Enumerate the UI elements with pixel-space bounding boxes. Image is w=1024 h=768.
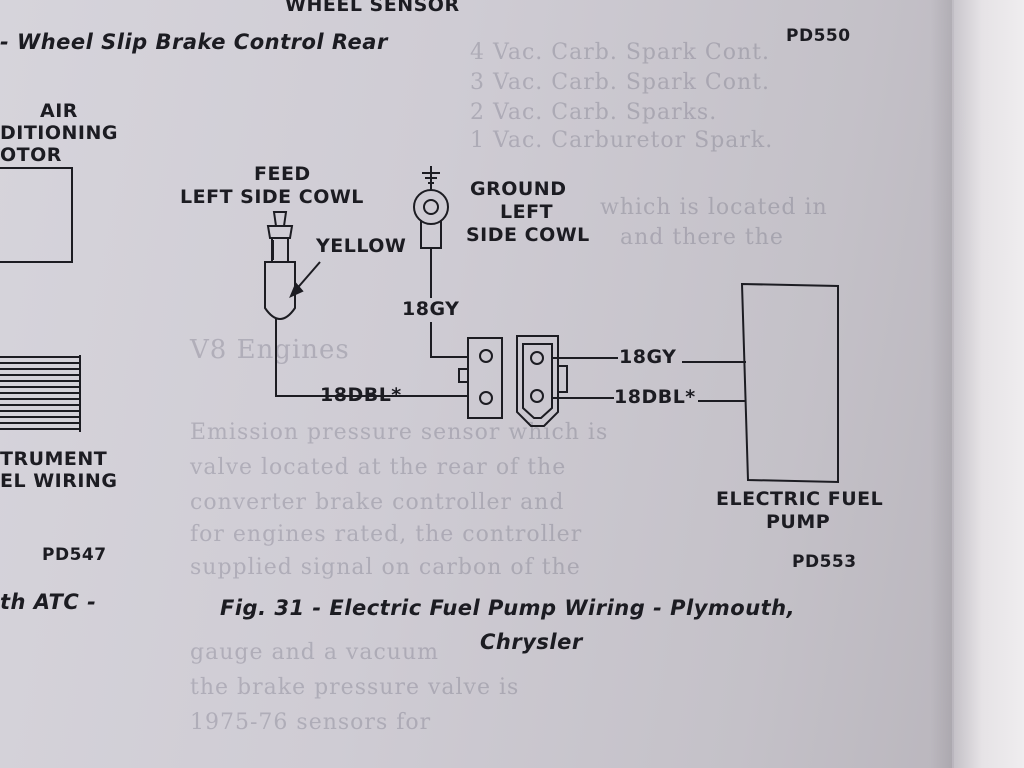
bleed-through: V8 Engines <box>190 335 350 365</box>
feed-terminal-tip <box>272 211 288 227</box>
bleed-through: 3 Vac. Carb. Spark Cont. <box>470 70 771 95</box>
fuel-pump-label-line2: PUMP <box>766 511 831 533</box>
yellow-arrowhead <box>289 282 304 298</box>
bleed-through: and there the <box>620 225 784 250</box>
figure-code-top: PD550 <box>786 26 851 46</box>
bleed-through: gauge and a vacuum <box>190 640 439 665</box>
bleed-through: 4 Vac. Carb. Spark Cont. <box>470 40 771 65</box>
wire-18gy-right-label: 18GY <box>619 346 677 368</box>
bleed-through: supplied signal on carbon of the <box>190 555 581 580</box>
panel-wiring-label-line1: TRUMENT <box>0 448 108 470</box>
bleed-through: which is located in <box>600 195 828 220</box>
bleed-through: for engines rated, the controller <box>190 522 583 547</box>
feed-terminal-neck <box>271 237 289 263</box>
figure-caption-line1: Fig. 31 - Electric Fuel Pump Wiring - Pl… <box>220 596 796 620</box>
wire-18dbl-left-label: 18DBL* <box>320 384 402 406</box>
ac-motor-label-line2: DITIONING <box>0 122 118 144</box>
connector-right-outer <box>516 335 559 427</box>
fuel-pump-box <box>740 282 839 484</box>
connector-right-inner <box>522 343 553 419</box>
wire-18gy-vertical-lower <box>430 322 468 358</box>
figure-caption-line2: Chrysler <box>480 630 583 654</box>
bleed-through: valve located at the rear of the <box>190 455 567 480</box>
wire-18dbl-left <box>275 318 410 397</box>
fuel-pump-label-line1: ELECTRIC FUEL <box>716 488 884 510</box>
bleed-through: 1975-76 sensors for <box>190 710 432 735</box>
bleed-through: Emission pressure sensor which is <box>190 420 609 445</box>
feed-label-line1: FEED <box>254 163 311 185</box>
wire-18gy-vertical-label: 18GY <box>402 298 460 320</box>
ground-label-line2: LEFT <box>500 201 554 223</box>
connector-right-pin-2 <box>530 389 544 403</box>
panel-wiring-label-line2: EL WIRING <box>0 470 118 492</box>
connector-left-pin-1 <box>479 349 493 363</box>
ground-eyelet-inner <box>423 199 439 215</box>
figure-code-left: PD547 <box>42 545 107 565</box>
page-edge <box>954 0 1024 768</box>
feed-terminal-collar <box>266 225 294 239</box>
connector-right-pin-1 <box>530 351 544 365</box>
harness-stripes <box>0 355 81 432</box>
ground-label-line3: SIDE COWL <box>466 224 590 246</box>
connector-left-latch <box>458 368 469 383</box>
section-title: - Wheel Slip Brake Control Rear <box>0 30 388 54</box>
previous-figure-label: WHEEL SENSOR <box>285 0 460 16</box>
ac-motor-label-line1: AIR <box>40 100 78 122</box>
figure-code-bottom: PD553 <box>792 552 857 572</box>
bleed-through: the brake pressure valve is <box>190 675 520 700</box>
feed-connector-body <box>264 261 296 320</box>
page-shadow <box>930 0 952 768</box>
connector-right-latch <box>557 365 568 393</box>
ac-motor-label-line3: OTOR <box>0 144 62 166</box>
ground-label-line1: GROUND <box>470 178 567 200</box>
yellow-wire-label: YELLOW <box>316 235 407 257</box>
wire-18dbl-right-label: 18DBL* <box>614 386 696 408</box>
feed-label-line2: LEFT SIDE COWL <box>180 186 364 208</box>
caption-left-partial: th ATC - <box>0 590 97 614</box>
ac-motor-box <box>0 167 73 263</box>
connector-left-pin-2 <box>479 391 493 405</box>
bleed-through: converter brake controller and <box>190 490 565 515</box>
ground-eyelet-outer <box>413 189 449 225</box>
bleed-through: 2 Vac. Carb. Sparks. <box>470 100 718 125</box>
bleed-through: 1 Vac. Carburetor Spark. <box>470 128 774 153</box>
